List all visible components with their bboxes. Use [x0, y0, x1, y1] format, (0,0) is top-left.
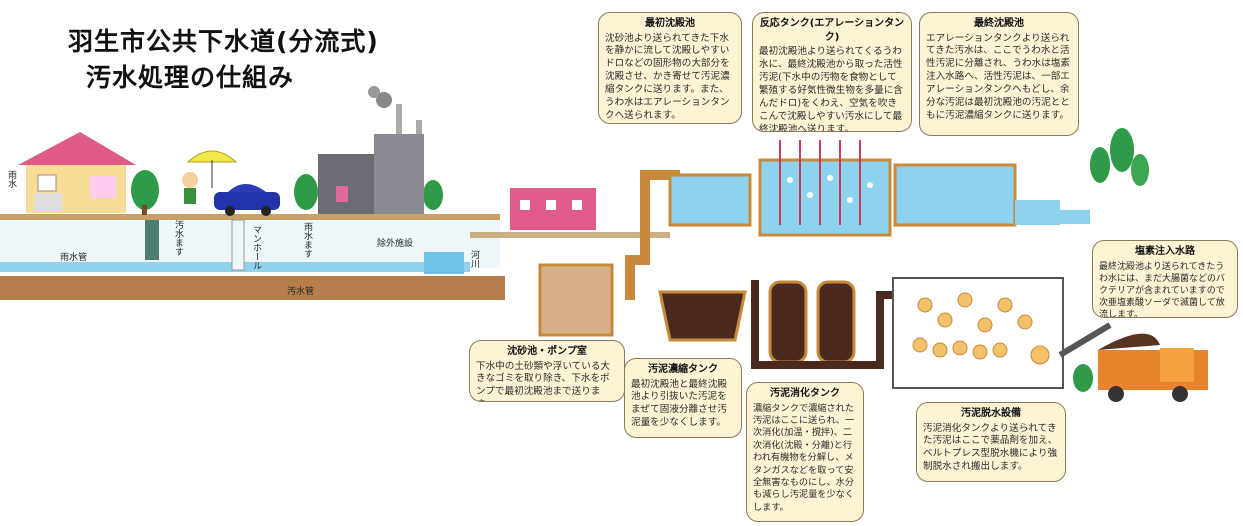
aeration-bubbles — [787, 175, 873, 203]
soil-band — [0, 276, 505, 300]
callout-title: 汚泥脱水設備 — [961, 408, 1021, 419]
inlet-drop — [145, 220, 159, 260]
callout-grit: 沈砂池・ポンプ室 下水中の土砂類や浮いている大きなゴミを取り除き、下水をポンプで… — [469, 340, 625, 402]
label-storm-drain: 雨水管 — [60, 253, 88, 263]
callout-text: 下水中の土砂類や浮いている大きなゴミを取り除き、下水をポンプで最初沈殿池まで送り… — [476, 360, 611, 402]
sludge-pipe — [751, 280, 900, 369]
label-drainage-facility: 除外施設 — [377, 239, 414, 249]
dewater-room — [892, 277, 1064, 389]
callout-text: 汚泥消化タンクより送られてきた汚泥はここで薬品剤を加え、ベルトプレス型脱水機によ… — [923, 422, 1058, 473]
callout-text: 濃縮タンクで濃縮された汚泥はここに送られ、一次消化(加温・撹拌)、二次消化(沈殿… — [753, 402, 855, 513]
tree-icon — [294, 128, 1149, 392]
page-title: 羽生市公共下水道(分流式) — [68, 27, 379, 56]
ground-band — [0, 214, 500, 220]
label-sewage-inlet-1: 汚水ます — [173, 220, 183, 256]
final-tank — [893, 163, 1017, 227]
grit-chamber — [538, 263, 614, 337]
tree-icon — [131, 170, 159, 215]
callout-primary: 最初沈殿池 沈砂池より送られてきた下水を静かに流して沈殿しやすいドロなどの固形物… — [598, 12, 742, 124]
label-rain: 雨水 — [6, 170, 16, 188]
belt-press-icon — [912, 292, 1050, 365]
page-subtitle: 汚水処理の仕組み — [86, 63, 295, 92]
callout-text: 沈砂池より送られてきた下水を静かに流して沈殿しやすいドロなどの固形物の大部分を沈… — [605, 32, 730, 122]
callout-title: 塩素注入水路 — [1135, 246, 1195, 257]
factory-icon — [318, 86, 424, 214]
callout-thickener: 汚泥濃縮タンク 最初沈殿池と最終沈殿池より引抜いた汚泥をまぜて固液分離させ汚泥量… — [624, 358, 742, 438]
callout-chlorine: 塩素注入水路 最終沈殿池より送られてきたうわ水には、まだ大腸菌などのバクテリアが… — [1092, 240, 1238, 318]
label-river: 河川 — [469, 250, 479, 268]
conveyor — [1058, 322, 1112, 358]
callout-aeration: 反応タンク(エアレーションタンク) 最初沈殿池より送られてくるうわ水に、最終沈殿… — [752, 12, 912, 132]
label-sewer-pipe: 汚水管 — [287, 287, 315, 297]
callout-title: 最初沈殿池 — [645, 18, 695, 29]
umbrella-boy-icon — [182, 150, 238, 204]
callout-dewater: 汚泥脱水設備 汚泥消化タンクより送られてきた汚泥はここで薬品剤を加え、ベルトプレ… — [916, 402, 1066, 482]
primary-tank — [668, 173, 752, 227]
label-manhole: マンホール — [251, 225, 261, 270]
callout-text: 最初沈殿池より送られてくるうわ水に、最終沈殿池から取った活性汚泥(下水中の汚物を… — [759, 46, 903, 132]
main-pipe — [470, 232, 670, 238]
callout-final: 最終沈殿池 エアレーションタンクより送られてきた汚水は、ここでうわ水と活性汚泥に… — [919, 12, 1079, 136]
chlorine-channel — [1015, 200, 1060, 225]
callout-text: 最初沈殿池と最終沈殿池より引抜いた汚泥をまぜて固液分離させ汚泥量を少なくします。 — [631, 378, 727, 429]
aeration-tank — [758, 158, 892, 237]
digester-tank-2 — [816, 280, 856, 364]
aeration-pipes — [779, 140, 861, 225]
manhole-shaft — [231, 219, 245, 271]
digester-tank-1 — [768, 280, 808, 364]
callout-text: エアレーションタンクより送られてきた汚水は、ここでうわ水と活性汚泥に分離され、う… — [926, 32, 1071, 122]
outflow — [1060, 210, 1090, 224]
truck-icon — [1098, 333, 1208, 402]
label-sewage-inlet-2: 雨水ます — [302, 222, 312, 258]
car-icon — [214, 184, 280, 216]
river-pool — [424, 252, 464, 274]
callout-text: 最終沈殿池より送られてきたうわ水には、まだ大腸菌などのバクテリアが含まれています… — [1099, 261, 1226, 318]
lift-pipe — [625, 170, 680, 300]
callout-title: 汚泥消化タンク — [770, 388, 840, 399]
callout-title: 汚泥濃縮タンク — [648, 364, 718, 375]
callout-title: 最終沈殿池 — [974, 18, 1024, 29]
thickener-tank — [658, 290, 747, 342]
callout-title: 反応タンク(エアレーションタンク) — [759, 18, 905, 43]
underground — [0, 220, 500, 268]
callout-digester: 汚泥消化タンク 濃縮タンクで濃縮された汚泥はここに送られ、一次消化(加温・撹拌)… — [746, 382, 864, 522]
house-icon — [18, 132, 136, 213]
callout-title: 沈砂池・ポンプ室 — [507, 346, 587, 357]
